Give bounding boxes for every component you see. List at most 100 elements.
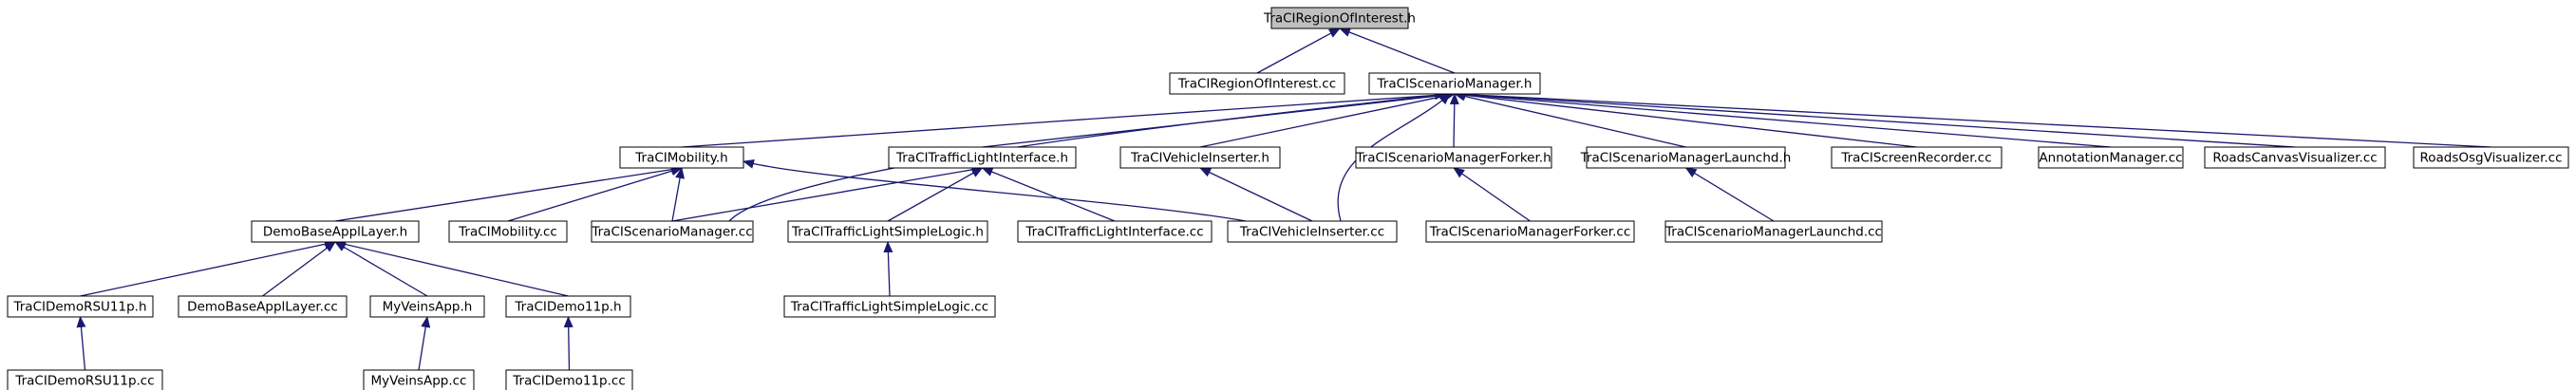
- edge-line: [883, 241, 893, 297]
- edge-n2-to-n0: [1339, 28, 1456, 74]
- edge-n9-to-n2: [1454, 89, 2112, 148]
- node-box: [783, 295, 996, 318]
- edge-line: [334, 164, 683, 222]
- edge-line: [1199, 91, 1456, 148]
- graph-node[interactable]: TraCIScenarioManagerForker.cc: [1425, 220, 1635, 243]
- graph-node[interactable]: TraCIScenarioManager.h: [1368, 72, 1541, 95]
- node-box: [1119, 146, 1281, 169]
- edge-n12-to-n3: [334, 164, 683, 222]
- graph-node[interactable]: TraCIDemoRSU11p.h: [7, 295, 154, 318]
- edge-n6-to-n2: [1449, 93, 1459, 148]
- node-label: MyVeinsApp.cc: [371, 374, 467, 389]
- graph-node[interactable]: AnnotationManager.cc: [2038, 146, 2184, 169]
- root-node: TraCIRegionOfInterest.h: [1263, 7, 1416, 29]
- node-box: [619, 146, 744, 169]
- edge-line: [981, 167, 1116, 222]
- graph-node[interactable]: TraCIDemo11p.cc: [505, 369, 633, 390]
- graph-node[interactable]: DemoBaseApplLayer.cc: [178, 295, 348, 318]
- edge-n24-to-n15: [883, 241, 893, 297]
- node-box: [1017, 220, 1213, 243]
- node-label: TraCIDemoRSU11p.cc: [14, 374, 154, 389]
- node-box: [1270, 7, 1409, 29]
- node-box: [787, 220, 988, 243]
- graph-node[interactable]: DemoBaseApplLayer.h: [251, 220, 420, 243]
- graph-node[interactable]: TraCITrafficLightInterface.h: [888, 146, 1077, 169]
- graph-node[interactable]: TraCIDemo11p.h: [505, 295, 631, 318]
- edge-n20-to-n12: [80, 239, 336, 297]
- node-box: [363, 369, 475, 390]
- node-label: TraCIDemoRSU11p.h: [12, 300, 146, 315]
- node-label: TraCIRegionOfInterest.h: [1263, 11, 1416, 27]
- node-box: [251, 220, 420, 243]
- edge-n10-to-n2: [1454, 89, 2296, 148]
- edge-line: [563, 316, 573, 371]
- node-box: [448, 220, 568, 243]
- edge-line: [1337, 93, 1451, 222]
- graph-node[interactable]: TraCIScenarioManager.cc: [591, 220, 754, 243]
- node-box: [2413, 146, 2569, 169]
- edge-line: [1454, 90, 1917, 148]
- edge-n15-to-n4: [887, 167, 984, 222]
- edge-line: [1454, 91, 1686, 148]
- graph-node[interactable]: TraCIScreenRecorder.cc: [1831, 146, 2003, 169]
- edge-line: [887, 167, 984, 222]
- graph-node[interactable]: TraCIVehicleInserter.h: [1119, 146, 1281, 169]
- graph-node[interactable]: TraCIVehicleInserter.cc: [1227, 220, 1398, 243]
- edge-n11-to-n2: [1454, 89, 2491, 148]
- edge-line: [671, 167, 685, 222]
- graph-node[interactable]: TraCITrafficLightSimpleLogic.h: [787, 220, 988, 243]
- node-box: [591, 220, 754, 243]
- node-box: [888, 146, 1077, 169]
- node-label: TraCIScenarioManagerLaunchd.h: [1580, 151, 1792, 166]
- node-label: AnnotationManager.cc: [2039, 151, 2182, 166]
- graph-node[interactable]: RoadsCanvasVisualizer.cc: [2204, 146, 2386, 169]
- edge-n16-to-n4: [981, 167, 1116, 222]
- node-label: TraCITrafficLightInterface.h: [895, 151, 1068, 166]
- graph-node[interactable]: TraCIRegionOfInterest.cc: [1169, 72, 1345, 95]
- edge-line: [1453, 167, 1531, 222]
- edge-n19-to-n7: [1684, 167, 1775, 222]
- node-label: DemoBaseApplLayer.h: [263, 225, 407, 240]
- node-label: TraCIScenarioManagerForker.cc: [1429, 225, 1631, 240]
- node-label: TraCITrafficLightInterface.cc: [1025, 225, 1203, 240]
- edge-n7-to-n2: [1454, 91, 1686, 148]
- graph-node[interactable]: MyVeinsApp.h: [369, 295, 485, 318]
- edge-n3-to-n2: [681, 89, 1456, 148]
- edge-n5-to-n2: [1199, 91, 1456, 148]
- edge-line: [80, 239, 336, 297]
- graph-node[interactable]: TraCIMobility.h: [619, 146, 744, 169]
- node-label: DemoBaseApplLayer.cc: [187, 300, 338, 315]
- node-label: TraCIScenarioManager.h: [1377, 77, 1532, 92]
- graph-node[interactable]: TraCIMobility.cc: [448, 220, 568, 243]
- graph-node[interactable]: TraCIDemoRSU11p.cc: [7, 369, 163, 390]
- graph-node[interactable]: MyVeinsApp.cc: [363, 369, 475, 390]
- edge-line: [728, 90, 1446, 222]
- node-label: TraCIScenarioManager.cc: [591, 225, 752, 240]
- node-box: [505, 369, 633, 390]
- edge-line: [1199, 167, 1313, 222]
- graph-node[interactable]: TraCIScenarioManagerLaunchd.cc: [1664, 220, 1883, 243]
- node-label: TraCIScenarioManagerLaunchd.cc: [1664, 225, 1882, 240]
- graph-node[interactable]: TraCIScenarioManagerForker.h: [1355, 146, 1552, 169]
- node-label: RoadsOsgVisualizer.cc: [2419, 151, 2562, 166]
- edge-line: [262, 241, 336, 297]
- node-label: TraCIMobility.h: [634, 151, 727, 166]
- edge-line: [1454, 89, 2491, 148]
- edge-line: [681, 89, 1456, 148]
- edge-n14-to-n4: [671, 164, 984, 222]
- node-box: [7, 295, 154, 318]
- edge-line: [1454, 89, 2296, 148]
- graph-node[interactable]: TraCIScenarioManagerLaunchd.h: [1580, 146, 1792, 169]
- node-box: [2038, 146, 2184, 169]
- edge-n18-to-n6: [1453, 167, 1531, 222]
- graph-node[interactable]: TraCITrafficLightInterface.cc: [1017, 220, 1213, 243]
- edge-line: [1339, 28, 1456, 74]
- graph-node[interactable]: RoadsOsgVisualizer.cc: [2413, 146, 2569, 169]
- edge-line: [334, 239, 569, 297]
- node-box: [1169, 72, 1345, 95]
- graph-node[interactable]: TraCITrafficLightSimpleLogic.cc: [783, 295, 996, 318]
- node-label: TraCIScenarioManagerForker.h: [1355, 151, 1551, 166]
- edge-line: [1256, 28, 1341, 74]
- node-box: [1227, 220, 1398, 243]
